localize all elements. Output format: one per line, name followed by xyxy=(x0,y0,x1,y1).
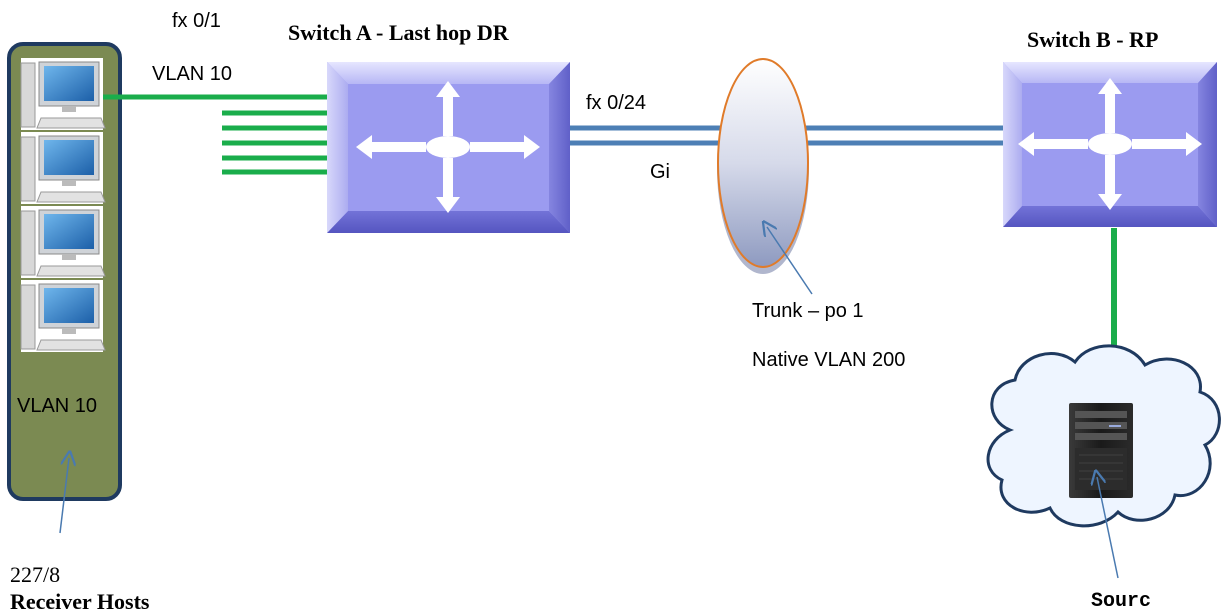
receiver-hosts-label: Receiver Hosts xyxy=(10,589,150,613)
pc-icon xyxy=(20,206,106,278)
panel-vlan-label: VLAN 10 xyxy=(17,395,97,417)
vlan10-link-label: VLAN 10 xyxy=(152,63,232,85)
port-gi-label: Gi xyxy=(650,161,670,183)
port-channel-ellipse xyxy=(717,58,809,274)
native-vlan-label: Native VLAN 200 xyxy=(752,349,905,371)
switch-b xyxy=(1003,62,1217,227)
access-links xyxy=(103,94,1117,372)
pointer-arrows xyxy=(59,227,1119,579)
switch-b-title: Switch B - RP xyxy=(1027,27,1158,52)
switch-a xyxy=(327,62,570,233)
source-cloud xyxy=(986,344,1221,528)
source-label: Sourc xyxy=(1091,590,1151,613)
subnet-label: 227/8 xyxy=(10,562,60,587)
port-fx01-label: fx 0/1 xyxy=(172,10,221,32)
port-fx024-label: fx 0/24 xyxy=(586,92,646,114)
pc-icon xyxy=(20,58,106,130)
pc-icon xyxy=(20,132,106,204)
switch-a-title: Switch A - Last hop DR xyxy=(288,20,510,45)
trunk-label: Trunk – po 1 xyxy=(752,300,864,322)
pc-icon xyxy=(20,280,106,352)
receiver-hosts-panel: VLAN 10 xyxy=(7,42,122,501)
server-icon xyxy=(1069,403,1133,498)
